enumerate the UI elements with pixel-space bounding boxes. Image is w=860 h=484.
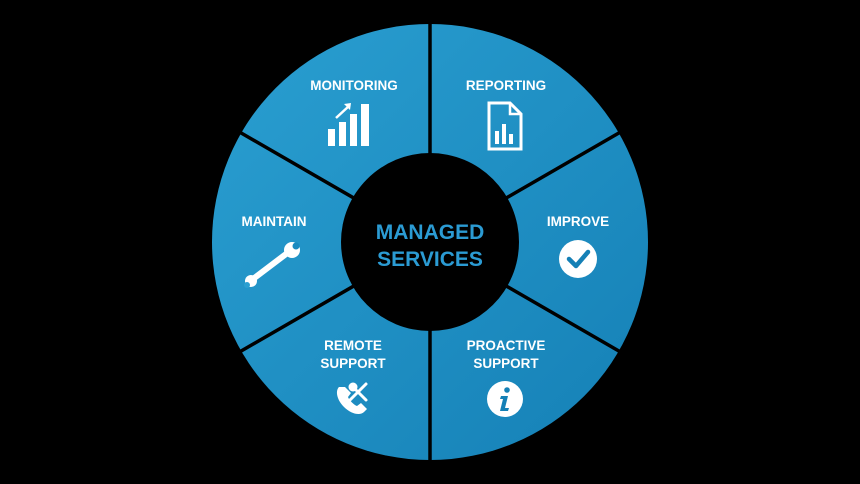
segment-reporting-label: REPORTING xyxy=(466,78,546,93)
wrench-icon xyxy=(244,242,300,288)
segment-proactive-support-label-line2: SUPPORT xyxy=(473,356,539,371)
phone-tools-icon xyxy=(336,382,368,415)
segment-remote-support-label-line1: REMOTE xyxy=(324,338,382,353)
segment-improve-label: IMPROVE xyxy=(547,214,609,229)
segment-dividers xyxy=(236,20,624,464)
segment-monitoring[interactable]: MONITORING xyxy=(310,78,398,146)
segment-monitoring-label: MONITORING xyxy=(310,78,398,93)
segment-maintain[interactable]: MAINTAIN xyxy=(242,214,307,288)
info-circle-icon xyxy=(487,381,523,417)
segment-reporting[interactable]: REPORTING xyxy=(466,78,546,151)
segment-maintain-label: MAINTAIN xyxy=(242,214,307,229)
check-circle-icon xyxy=(559,240,597,278)
segment-remote-support[interactable]: REMOTE SUPPORT xyxy=(320,338,386,415)
center-title-line1: MANAGED xyxy=(376,221,485,244)
segment-improve[interactable]: IMPROVE xyxy=(547,214,609,278)
center-hub xyxy=(341,153,519,331)
segment-remote-support-label-line2: SUPPORT xyxy=(320,356,386,371)
segment-proactive-support[interactable]: PROACTIVE SUPPORT xyxy=(467,338,546,417)
bar-chart-trend-icon xyxy=(328,103,369,146)
segment-proactive-support-label-line1: PROACTIVE xyxy=(467,338,546,353)
center-title-line2: SERVICES xyxy=(377,248,483,271)
report-document-icon xyxy=(487,101,523,151)
